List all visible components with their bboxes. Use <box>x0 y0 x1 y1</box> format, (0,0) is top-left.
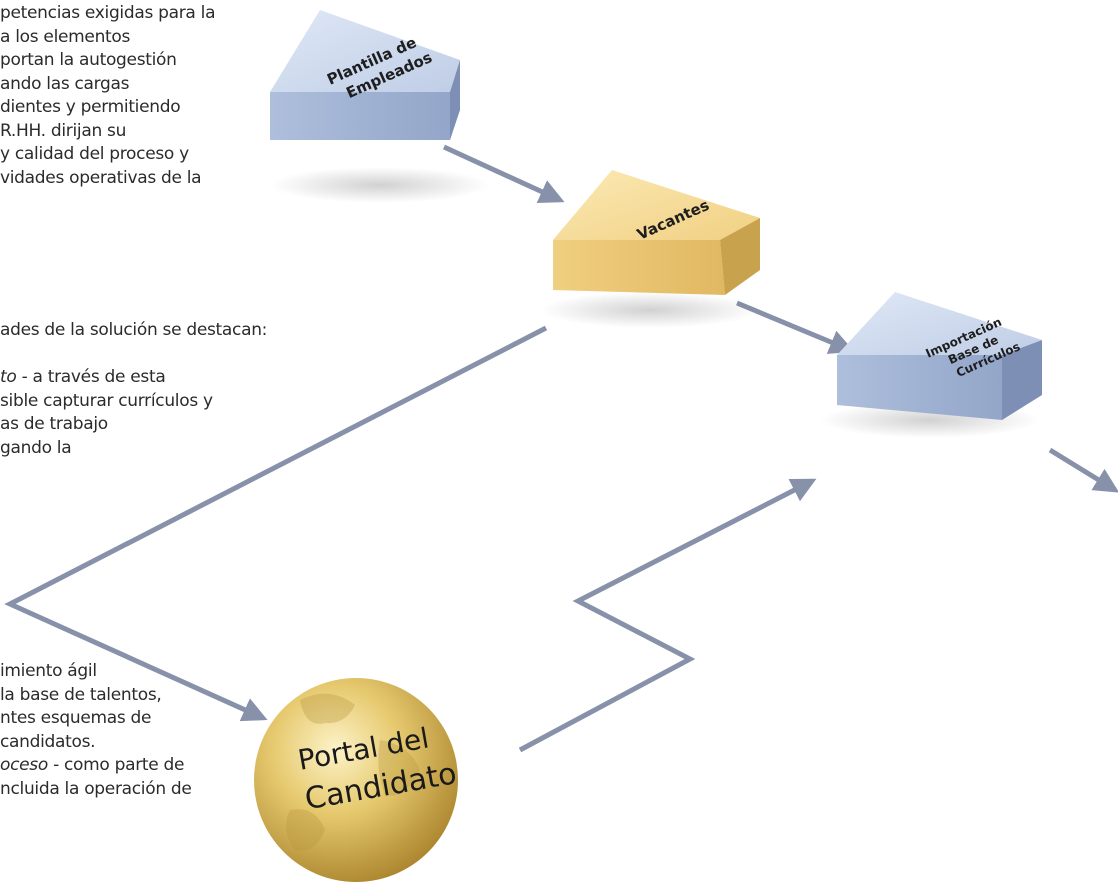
text-fragment: - como parte de <box>47 755 185 775</box>
text-line: imiento ágil <box>0 661 97 681</box>
text-line: oceso - como parte de <box>0 754 192 778</box>
text-line: R.HH. dirijan su <box>0 120 127 141</box>
text-line: a los elementos <box>0 26 131 47</box>
arrow-plantilla-vacantes <box>442 144 565 204</box>
text-line: la base de talentos, <box>0 684 162 705</box>
italic-fragment: oceso <box>0 755 48 775</box>
arrow-vacantes-portal <box>4 325 548 722</box>
text-line: petencias exigidas para la <box>0 3 216 23</box>
text-fragment: - a través de esta <box>16 367 166 387</box>
text-line: ntes esquemas de <box>0 708 152 728</box>
text-line: candidatos. <box>0 731 96 752</box>
features-heading: ades de la solución se destacan: <box>0 320 268 340</box>
globe-portal-candidato: Portal del Candidato <box>254 678 459 882</box>
arrow-importacion-next <box>1048 447 1118 493</box>
text-line: to - a través de esta <box>0 366 213 390</box>
intro-paragraph: petencias exigidas para la a los element… <box>0 2 215 190</box>
text-line: ando las cargas <box>0 73 130 94</box>
text-line: vidades operativas de la <box>0 167 202 188</box>
text-line: y calidad del proceso y <box>0 144 189 164</box>
arrow-portal-importacion <box>518 478 817 753</box>
box-vacantes: Vacantes <box>540 170 760 328</box>
text-line: ncluida la operación de <box>0 778 192 799</box>
text-line: dientes y permitiendo <box>0 97 181 117</box>
text-line: sible capturar currículos y <box>0 390 213 411</box>
box-plantilla-empleados: Plantilla de Empleados <box>270 10 490 203</box>
text-line: gando la <box>0 437 72 458</box>
globe-continents <box>286 693 420 851</box>
italic-fragment: to <box>0 367 17 387</box>
text-line: as de trabajo <box>0 414 108 434</box>
connector-lines <box>4 144 1118 753</box>
feature-paragraph: imiento ágil la base de talentos, ntes e… <box>0 660 192 801</box>
text-line: portan la autogestión <box>0 50 177 70</box>
box-importacion-curriculos: Importación Base de Currículos <box>820 292 1042 438</box>
feature-paragraph: to - a través de esta sible capturar cur… <box>0 366 213 460</box>
